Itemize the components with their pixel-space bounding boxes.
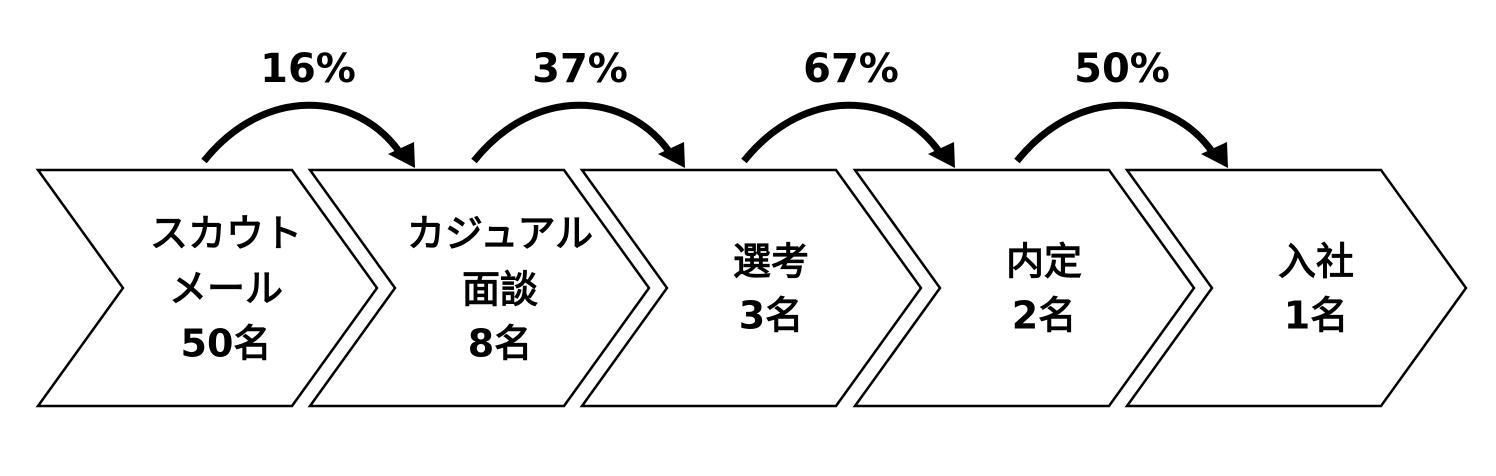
- stage-selection: 選考 3名: [579, 168, 923, 408]
- stage-casual-interview: カジュアル 面談 8名: [307, 168, 651, 408]
- conversion-rate: 67%: [803, 46, 899, 92]
- arrowhead-icon: [928, 142, 955, 168]
- conversion-rate: 16%: [260, 46, 356, 92]
- stage-chevron: [579, 168, 923, 408]
- stage-chevron: [35, 168, 379, 408]
- conversion-rate: 50%: [1074, 46, 1170, 92]
- stage-chevron: [307, 168, 651, 408]
- stage-chevron: [1124, 168, 1468, 408]
- stage-scout-mail: スカウト メール 50名: [35, 168, 379, 408]
- curved-arrow-icon: [741, 101, 941, 164]
- stage-count: 50名: [181, 322, 272, 366]
- stage-label-line: メール: [169, 267, 283, 311]
- conversion-arrow-2: 37%: [471, 46, 685, 168]
- stage-label-line: スカウト: [150, 212, 302, 256]
- stage-label-line: カジュアル: [407, 212, 593, 256]
- conversion-arrow-4: 50%: [1014, 46, 1228, 168]
- arrowhead-icon: [388, 142, 415, 168]
- stage-count: 8名: [468, 322, 532, 366]
- conversion-rate: 37%: [532, 46, 628, 92]
- arrowhead-icon: [658, 142, 685, 168]
- stage-offer: 内定 2名: [852, 168, 1196, 408]
- stage-label-line: 面談: [462, 268, 538, 312]
- stage-count: 3名: [739, 294, 803, 338]
- conversion-arrow-3: 67%: [741, 46, 955, 168]
- stage-count: 2名: [1012, 294, 1076, 338]
- curved-arrow-icon: [201, 101, 401, 164]
- stage-count: 1名: [1284, 294, 1348, 338]
- arrowhead-icon: [1201, 142, 1228, 168]
- curved-arrow-icon: [471, 101, 671, 164]
- stage-label-line: 内定: [1006, 240, 1082, 284]
- stage-label-line: 入社: [1278, 240, 1354, 284]
- curved-arrow-icon: [1014, 101, 1214, 164]
- stage-chevron: [852, 168, 1196, 408]
- stage-joining: 入社 1名: [1124, 168, 1468, 408]
- stage-label-line: 選考: [733, 240, 809, 284]
- conversion-arrow-1: 16%: [201, 46, 415, 168]
